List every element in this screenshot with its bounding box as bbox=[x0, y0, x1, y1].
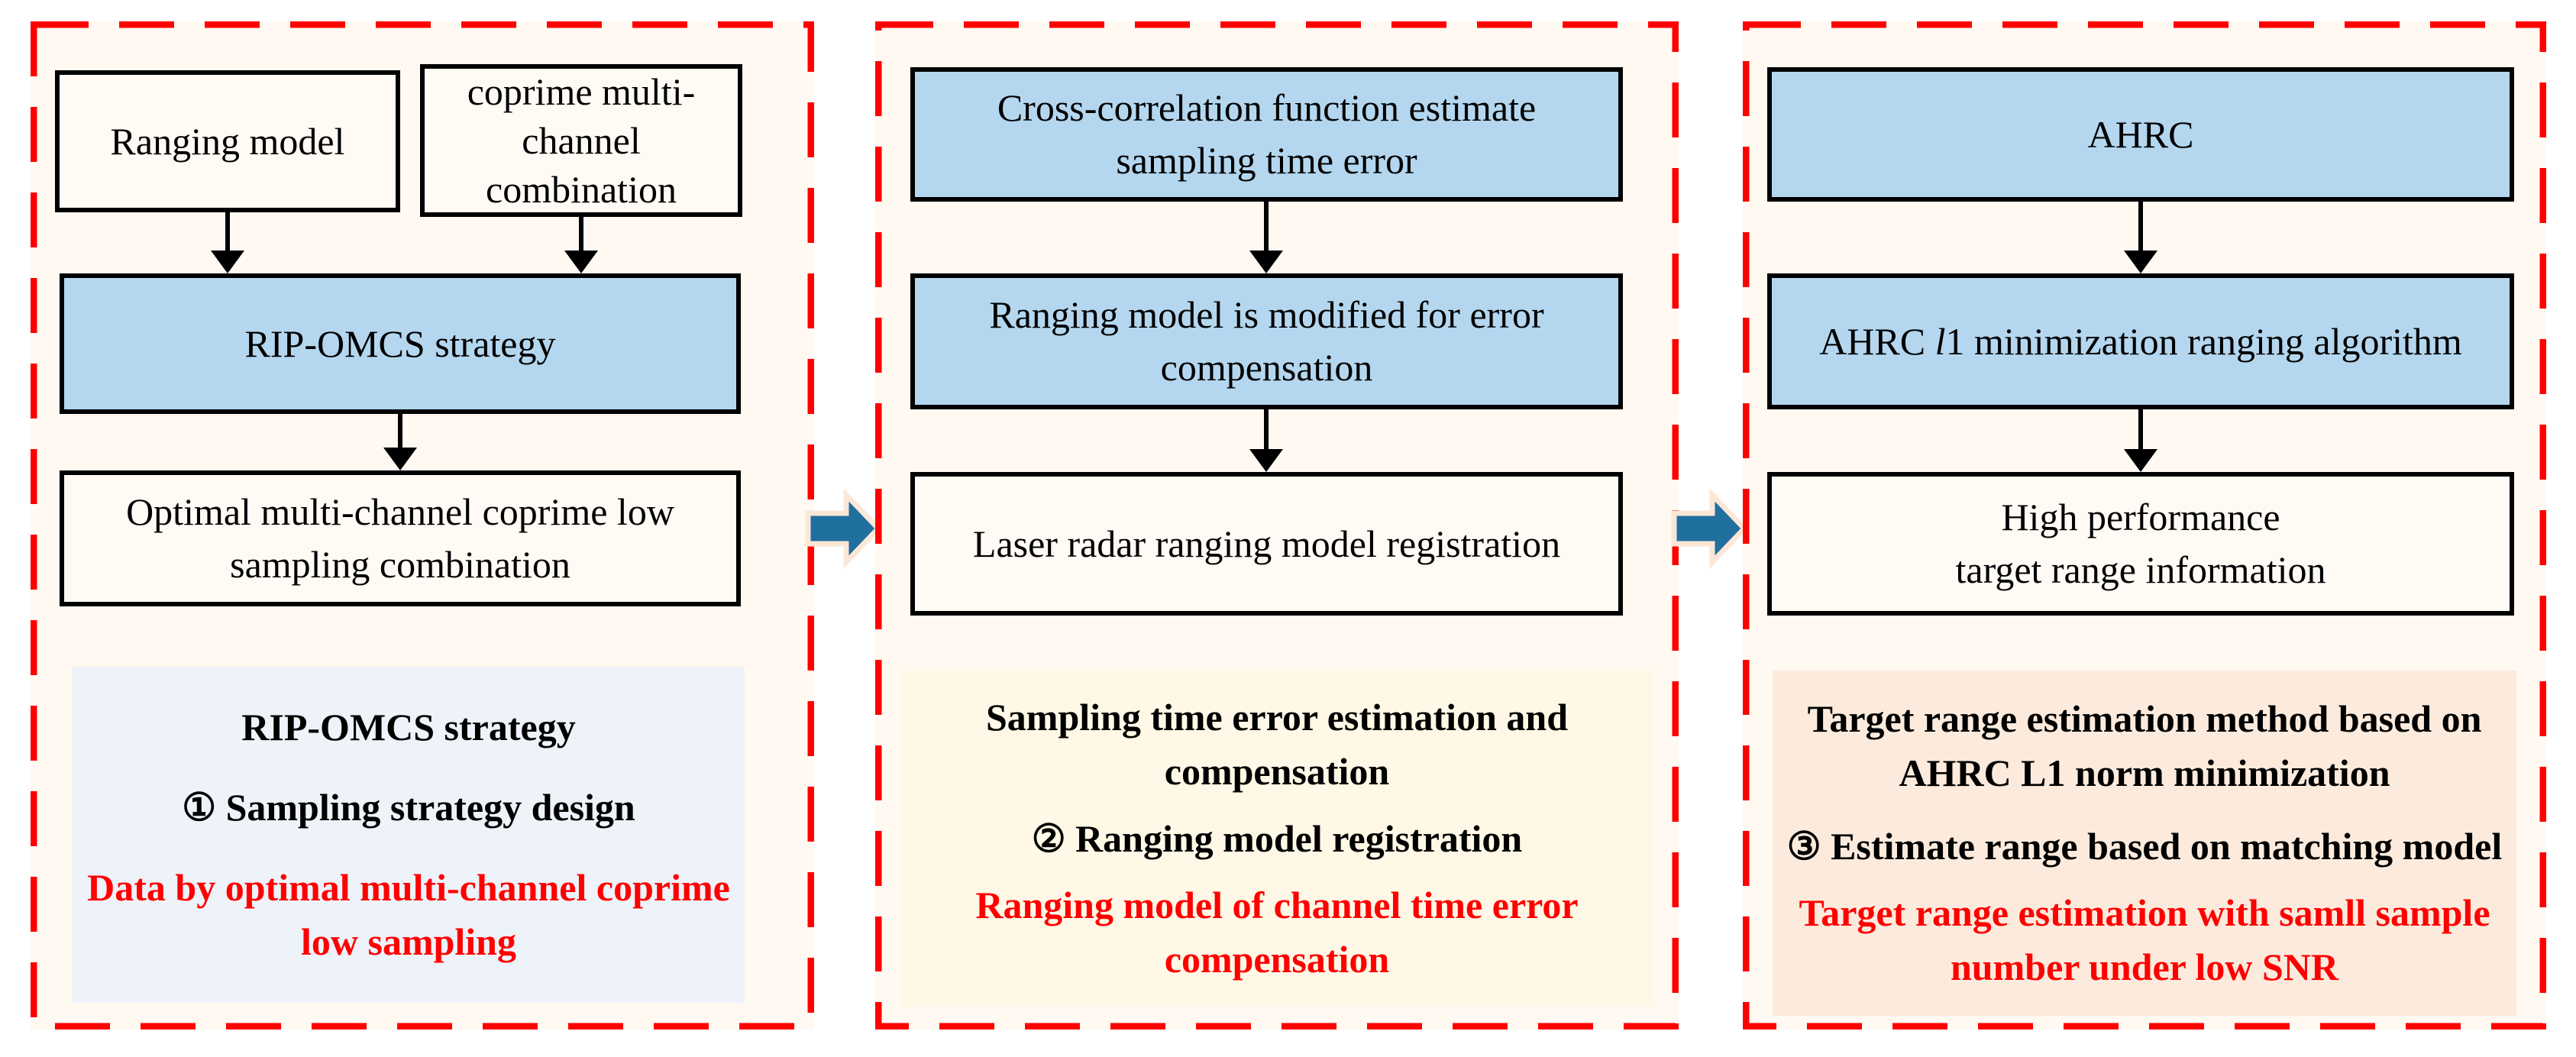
right-arrow-icon bbox=[1671, 489, 1748, 568]
box-laser-radar-registration: Laser radar ranging model registration bbox=[910, 472, 1623, 616]
summary-title: Sampling time error estimation and compe… bbox=[985, 696, 1568, 794]
down-arrow-icon bbox=[564, 217, 598, 273]
label-part: 1 minimization ranging algorithm bbox=[1945, 319, 2462, 363]
label-part-italic: l bbox=[1934, 319, 1946, 363]
summary-highlight: Data by optimal multi-channel coprime lo… bbox=[87, 866, 730, 963]
panel-ahrc-ranging: AHRC AHRC l1 minimization ranging algori… bbox=[1743, 21, 2546, 1030]
box-label-line2: target range information bbox=[1955, 548, 2326, 591]
summary-error-compensation: Sampling time error estimation and compe… bbox=[900, 671, 1653, 1007]
box-ahrc: AHRC bbox=[1767, 67, 2514, 202]
box-label: coprime multi-channel combination bbox=[467, 70, 696, 211]
box-label: Ranging model is modified for error comp… bbox=[989, 293, 1544, 389]
box-label: AHRC l1 minimization ranging algorithm bbox=[1819, 315, 2462, 368]
label-part: AHRC bbox=[1819, 319, 1935, 363]
box-label: RIP-OMCS strategy bbox=[244, 322, 556, 365]
box-cross-correlation: Cross-correlation function estimate samp… bbox=[910, 67, 1623, 202]
panel-error-compensation: Cross-correlation function estimate samp… bbox=[875, 21, 1679, 1030]
down-arrow-icon bbox=[211, 212, 244, 273]
box-high-performance: High performance target range informatio… bbox=[1767, 472, 2514, 616]
summary-title: RIP-OMCS strategy bbox=[241, 706, 576, 748]
box-optimal-combination: Optimal multi-channel coprime low sampli… bbox=[60, 470, 741, 606]
box-ranging-model: Ranging model bbox=[55, 70, 400, 212]
summary-ahrc: Target range estimation method based on … bbox=[1773, 671, 2516, 1016]
panel-rip-omcs: Ranging model coprime multi-channel comb… bbox=[31, 21, 814, 1030]
box-model-modified: Ranging model is modified for error comp… bbox=[910, 273, 1623, 409]
down-arrow-icon bbox=[383, 414, 417, 470]
box-label: AHRC bbox=[2087, 112, 2194, 156]
box-label-line1: High performance bbox=[2001, 496, 2280, 538]
summary-rip-omcs: RIP-OMCS strategy ① Sampling strategy de… bbox=[73, 667, 745, 1003]
summary-highlight: Ranging model of channel time error comp… bbox=[975, 883, 1579, 981]
box-ahrc-l1-algorithm: AHRC l1 minimization ranging algorithm bbox=[1767, 273, 2514, 409]
box-rip-omcs-strategy: RIP-OMCS strategy bbox=[60, 273, 741, 414]
summary-highlight: Target range estimation with samll sampl… bbox=[1799, 891, 2490, 988]
summary-step: ② Ranging model registration bbox=[1031, 816, 1523, 860]
box-label: Ranging model bbox=[110, 119, 345, 163]
down-arrow-icon bbox=[1249, 409, 1283, 472]
down-arrow-icon bbox=[2124, 202, 2157, 273]
box-label: Optimal multi-channel coprime low sampli… bbox=[126, 490, 674, 586]
down-arrow-icon bbox=[2124, 409, 2157, 472]
summary-step: ③ Estimate range based on matching model bbox=[1786, 824, 2503, 868]
summary-title: Target range estimation method based on … bbox=[1807, 697, 2482, 794]
summary-step: ① Sampling strategy design bbox=[182, 786, 635, 829]
box-label: Cross-correlation function estimate samp… bbox=[997, 86, 1537, 182]
box-coprime-combination: coprime multi-channel combination bbox=[420, 64, 742, 217]
box-label: Laser radar ranging model registration bbox=[972, 522, 1561, 565]
right-arrow-icon bbox=[805, 489, 882, 568]
down-arrow-icon bbox=[1249, 202, 1283, 273]
